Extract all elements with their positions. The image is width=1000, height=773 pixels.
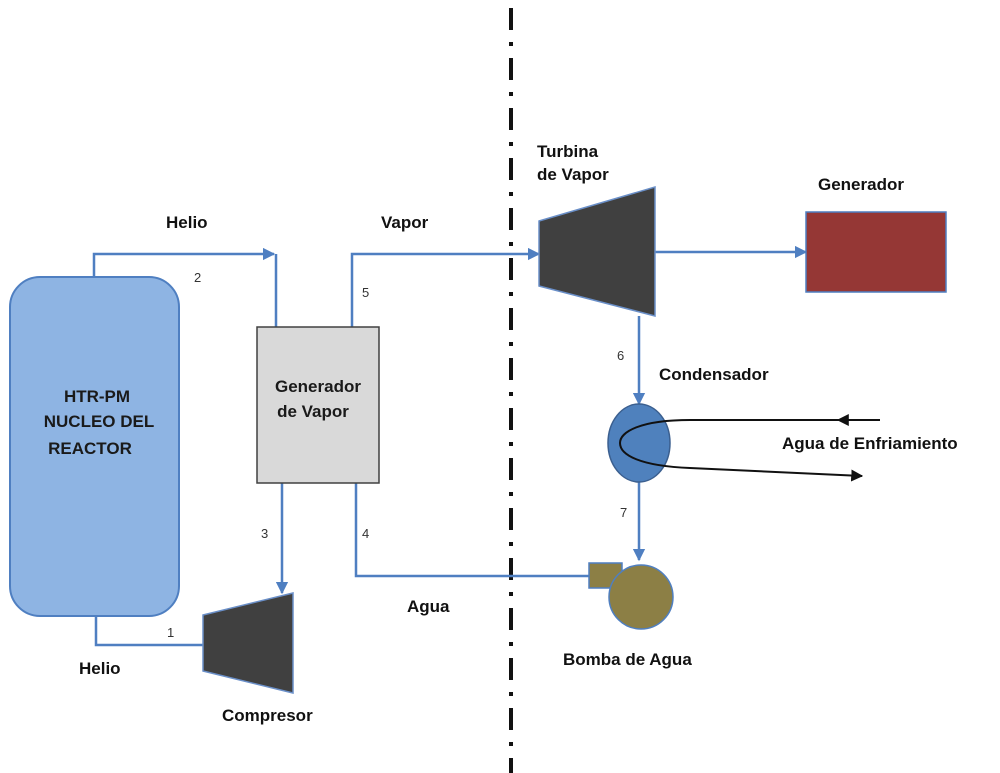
helio-top-label: Helio [166, 213, 208, 232]
node-7: 7 [620, 505, 627, 520]
reactor-label-line2: NUCLEO DEL [44, 412, 155, 431]
steam-generator-label-line2: de Vapor [277, 402, 349, 421]
steam-generator [256, 326, 380, 484]
turbine-label-line1: Turbina [537, 142, 599, 161]
water-pump [608, 564, 674, 630]
flow-line-helio-hot [92, 247, 276, 276]
reactor-core [9, 276, 180, 617]
flow-line-vapor [350, 247, 541, 327]
flow-line-agua [354, 483, 589, 578]
vapor-label: Vapor [381, 213, 429, 232]
steam-turbine [538, 185, 656, 317]
turbine-label-line2: de Vapor [537, 165, 609, 184]
node-3: 3 [261, 526, 268, 541]
cooling-water-loop [618, 419, 880, 482]
node-6: 6 [617, 348, 624, 363]
node-1: 1 [167, 625, 174, 640]
reactor-label-line3: REACTOR [48, 439, 132, 458]
compressor-label: Compresor [222, 706, 313, 725]
helio-bottom-label: Helio [79, 659, 121, 678]
reactor-label-line1: HTR-PM [64, 387, 130, 406]
generator-label: Generador [818, 175, 904, 194]
condenser [607, 403, 671, 483]
node-4: 4 [362, 526, 369, 541]
cooling-water-label: Agua de Enfriamiento [782, 434, 958, 453]
condenser-label: Condensador [659, 365, 769, 384]
steam-generator-label-line1: Generador [275, 377, 361, 396]
agua-label: Agua [407, 597, 450, 616]
node-5: 5 [362, 285, 369, 300]
node-2: 2 [194, 270, 201, 285]
compressor [202, 592, 294, 694]
pump-label: Bomba de Agua [563, 650, 692, 669]
electric-generator [805, 211, 947, 293]
flow-line-1 [94, 617, 203, 647]
